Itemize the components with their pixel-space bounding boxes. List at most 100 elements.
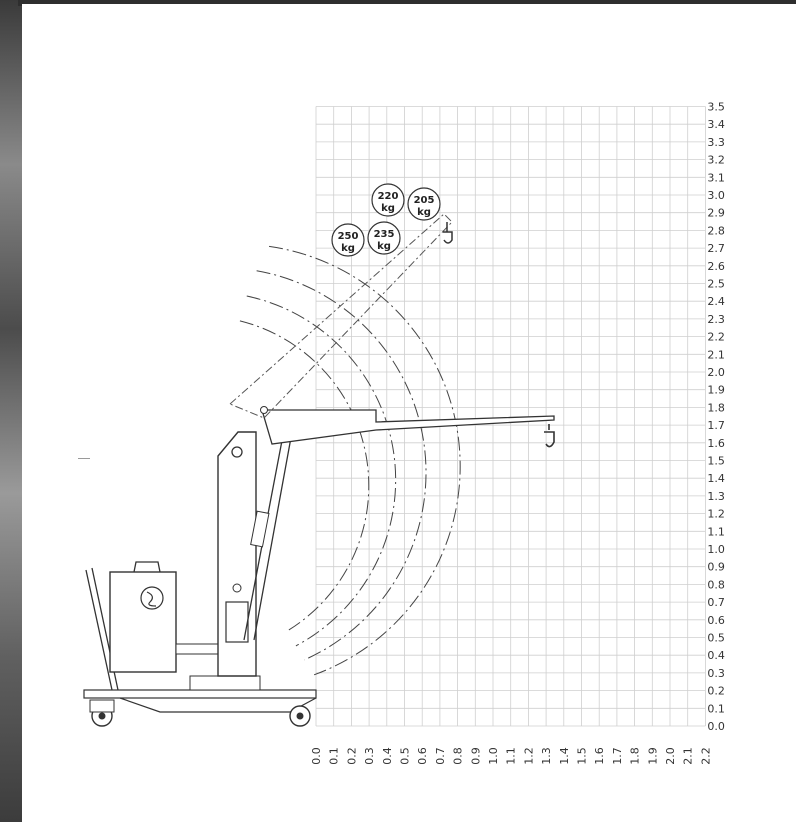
y-tick-label: 3.5 xyxy=(707,101,725,114)
y-tick-label: 0.4 xyxy=(707,649,725,662)
y-tick-label: 0.5 xyxy=(707,632,725,645)
y-tick-label: 1.1 xyxy=(707,525,725,538)
base-mount xyxy=(189,675,261,691)
x-axis-ticks: 0.0 0.1 0.2 0.3 0.4 0.5 0.6 0.7 0.8 0.9 1.0 1.1 1.2 1… xyxy=(310,747,712,765)
y-tick-label: 1.5 xyxy=(707,455,725,468)
x-tick-label: 1.0 xyxy=(487,747,500,765)
x-tick-label: 1.6 xyxy=(593,747,606,765)
side-dash-mark xyxy=(78,458,90,459)
raised-boom xyxy=(229,213,453,419)
reach-arc xyxy=(256,270,427,661)
capacity-circle xyxy=(407,187,441,221)
y-tick-label: 3.0 xyxy=(707,189,725,202)
x-tick-label: 2.1 xyxy=(682,747,695,765)
y-tick-label: 2.8 xyxy=(707,224,725,237)
capacity-circle xyxy=(367,221,401,255)
x-tick-label: 1.3 xyxy=(540,747,553,765)
capacity-value: 220 xyxy=(378,191,399,202)
capacity-unit: kg xyxy=(377,241,391,252)
x-tick-label: 0.2 xyxy=(345,747,358,765)
horizontal-boom xyxy=(261,409,555,445)
rear-wheel-hub xyxy=(98,712,106,720)
y-tick-label: 1.2 xyxy=(707,508,725,521)
mast-pivot xyxy=(231,446,243,458)
base-frame xyxy=(119,697,317,713)
capacity-circle xyxy=(371,183,405,217)
y-tick-label: 0.9 xyxy=(707,561,725,574)
y-tick-label: 2.7 xyxy=(707,242,725,255)
y-tick-label: 2.3 xyxy=(707,313,725,326)
reach-arc xyxy=(246,295,397,647)
x-tick-label: 2.2 xyxy=(699,747,712,765)
panel-top-shadow xyxy=(18,0,796,6)
y-tick-label: 2.6 xyxy=(707,260,725,273)
y-tick-label: 2.1 xyxy=(707,348,725,361)
x-tick-label: 1.5 xyxy=(576,747,589,765)
reach-arcs xyxy=(239,245,461,676)
hook xyxy=(544,424,555,448)
y-tick-label: 0.7 xyxy=(707,596,725,609)
rear-caster xyxy=(89,699,115,713)
x-tick-label: 0.4 xyxy=(381,747,394,765)
y-tick-label: 0.2 xyxy=(707,685,725,698)
x-tick-label: 2.0 xyxy=(664,747,677,765)
capacity-value: 205 xyxy=(414,195,435,206)
y-tick-label: 2.2 xyxy=(707,331,725,344)
front-wheel-hub xyxy=(296,712,304,720)
y-tick-label: 2.5 xyxy=(707,278,725,291)
battery-handle xyxy=(133,561,161,573)
y-tick-label: 1.0 xyxy=(707,543,725,556)
x-tick-label: 0.3 xyxy=(363,747,376,765)
battery-box xyxy=(109,571,177,673)
x-tick-label: 0.8 xyxy=(452,747,465,765)
y-tick-label: 3.2 xyxy=(707,154,725,167)
x-tick-label: 1.9 xyxy=(646,747,659,765)
grid xyxy=(315,106,706,727)
y-tick-label: 3.3 xyxy=(707,136,725,149)
y-tick-label: 0.3 xyxy=(707,667,725,680)
y-tick-label: 1.4 xyxy=(707,472,725,485)
y-tick-label: 1.8 xyxy=(707,401,725,414)
base-plate xyxy=(83,689,317,699)
boom-pivot xyxy=(260,406,268,414)
reach-arc xyxy=(239,320,370,631)
x-tick-label: 0.9 xyxy=(469,747,482,765)
capacity-value: 235 xyxy=(374,229,395,240)
y-tick-label: 1.6 xyxy=(707,437,725,450)
x-tick-label: 1.8 xyxy=(629,747,642,765)
x-tick-label: 0.7 xyxy=(434,747,447,765)
y-tick-label: 0.6 xyxy=(707,614,725,627)
diagram-panel xyxy=(22,4,796,822)
y-axis-ticks: 0.0 0.1 0.2 0.3 0.4 0.5 0.6 0.7 0.8 0.9 1.0 1.1 1.2 1… xyxy=(707,101,725,734)
y-tick-label: 0.8 xyxy=(707,578,725,591)
reach-arc xyxy=(269,245,461,676)
raised-hook xyxy=(443,222,453,244)
crane-drawing xyxy=(83,213,555,727)
x-tick-label: 0.5 xyxy=(399,747,412,765)
capacity-circle xyxy=(331,223,365,257)
y-tick-label: 1.7 xyxy=(707,419,725,432)
x-tick-label: 0.6 xyxy=(416,747,429,765)
y-tick-label: 0.1 xyxy=(707,702,725,715)
background-photo-strip xyxy=(0,0,24,822)
x-tick-label: 1.1 xyxy=(505,747,518,765)
capacity-unit: kg xyxy=(417,207,431,218)
y-tick-label: 1.3 xyxy=(707,490,725,503)
capacity-unit: kg xyxy=(341,243,355,254)
ram-cylinder xyxy=(250,510,270,548)
x-tick-label: 0.0 xyxy=(310,747,323,765)
x-tick-label: 0.1 xyxy=(328,747,341,765)
x-tick-label: 1.7 xyxy=(611,747,624,765)
x-tick-label: 1.2 xyxy=(522,747,535,765)
x-tick-label: 1.4 xyxy=(558,747,571,765)
y-tick-label: 2.4 xyxy=(707,295,725,308)
capacity-unit: kg xyxy=(381,203,395,214)
y-tick-label: 0.0 xyxy=(707,720,725,733)
y-tick-label: 1.9 xyxy=(707,384,725,397)
y-tick-label: 2.9 xyxy=(707,207,725,220)
pump-knob xyxy=(232,583,242,593)
